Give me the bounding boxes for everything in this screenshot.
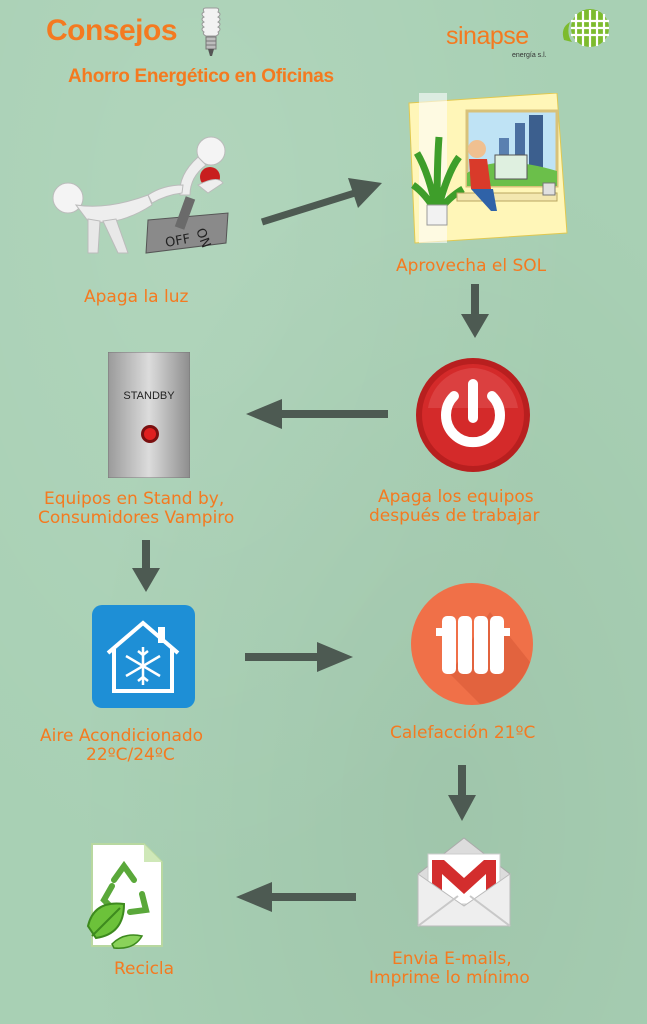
step-label-ac-line2: 22ºC/24ºC: [86, 745, 175, 765]
svg-text:OFF: OFF: [164, 232, 191, 251]
step-label-email-line2: Imprime lo mínimo: [369, 968, 530, 988]
standby-panel-text: STANDBY: [123, 390, 175, 402]
light-bulb-icon: [198, 6, 224, 60]
office-sunlight-icon: [407, 93, 573, 248]
step-label-heating: Calefacción 21ºC: [390, 723, 536, 743]
standby-panel-icon: STANDBY: [108, 352, 190, 478]
arrow-to-sun: [258, 178, 388, 228]
step-label-standby-line2: Consumidores Vampiro: [38, 508, 235, 528]
logo-mark-icon: [558, 8, 610, 52]
recycle-document-icon: [84, 840, 166, 952]
arrow-to-recycle: [236, 882, 356, 912]
step-label-sun: Aprovecha el SOL: [396, 256, 547, 276]
step-label-lights: Apaga la luz: [84, 287, 189, 307]
arrow-to-heating: [245, 642, 353, 672]
step-label-power-line2: después de trabajar: [369, 506, 540, 526]
logo-name: sinapse: [446, 22, 529, 50]
light-switch-icon: OFF ON: [48, 135, 238, 265]
step-label-standby-line1: Equipos en Stand by,: [44, 489, 225, 509]
power-button-icon: [414, 356, 532, 474]
step-label-recycle: Recicla: [114, 959, 175, 979]
page-subtitle: Ahorro Energético en Oficinas: [68, 66, 334, 87]
arrow-to-ac: [132, 540, 160, 594]
snowflake-house-icon: [92, 605, 195, 708]
svg-text:ON: ON: [192, 226, 213, 250]
radiator-icon: [410, 582, 534, 706]
arrow-to-standby: [246, 399, 388, 429]
logo-tagline: energía s.l.: [512, 52, 547, 59]
page-title: Consejos: [46, 14, 178, 47]
step-label-power-line1: Apaga los equipos: [378, 487, 534, 507]
sinapse-logo: sinapse energía s.l.: [446, 8, 616, 64]
arrow-to-email: [448, 765, 476, 823]
arrow-to-power: [461, 284, 489, 340]
step-label-email-line1: Envia E-mails,: [392, 949, 512, 969]
gmail-envelope-icon: [416, 836, 512, 928]
step-label-ac-line1: Aire Acondicionado: [40, 726, 204, 746]
